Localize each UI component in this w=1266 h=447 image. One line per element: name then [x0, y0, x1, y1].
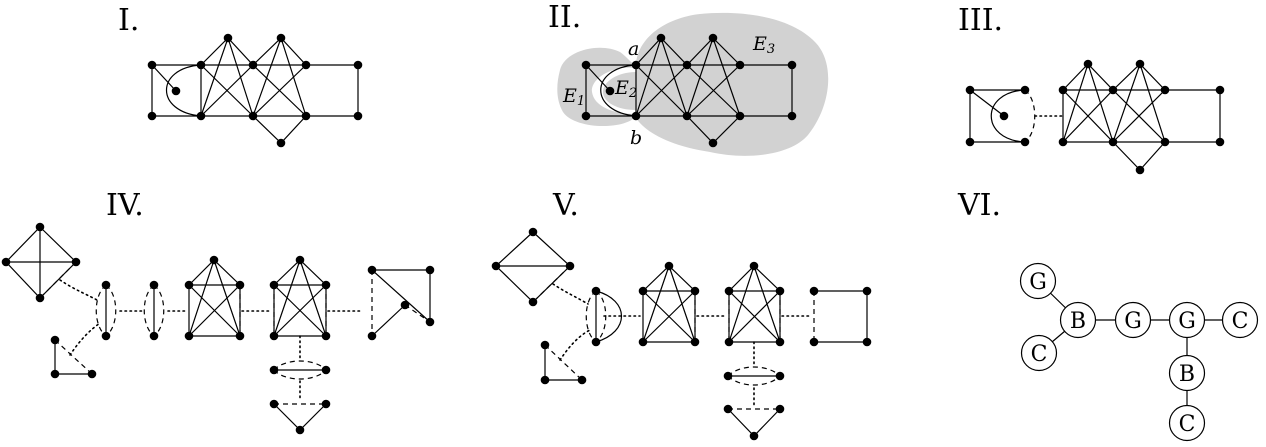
- panel-label-iv: IV.: [106, 188, 144, 223]
- tree-edges: [1037, 280, 1240, 423]
- tree-node-c-bottom-left: C: [1020, 334, 1058, 372]
- region-label-e1: E1: [562, 85, 585, 109]
- panel-label-vi: VI.: [957, 188, 1001, 223]
- region-label-e3: E3: [752, 33, 775, 57]
- svg-text:G: G: [1178, 309, 1196, 334]
- graph-edges: [5, 226, 431, 431]
- graph-panel-i: [147, 33, 363, 148]
- tree-node-g-top: G: [1019, 262, 1057, 300]
- graph-nodes: [1, 222, 435, 435]
- tree-node-b-left: B: [1059, 301, 1097, 339]
- graph-panel-iii: [965, 59, 1225, 175]
- tree-node-b-bottom: B: [1168, 354, 1206, 392]
- svg-text:B: B: [1179, 362, 1195, 387]
- vertex-label-a: a: [628, 38, 639, 60]
- graph-nodes: [965, 59, 1225, 175]
- panel-label-v: V.: [552, 188, 579, 223]
- tree-node-g-center: G: [1168, 301, 1206, 339]
- tree-node-c-bottom: C: [1168, 404, 1206, 442]
- vertex-label-b: b: [630, 127, 642, 149]
- graph-panel-ii: a b E1 E2 E3: [557, 12, 829, 156]
- tree-node-g-middle: G: [1114, 301, 1152, 339]
- svg-text:B: B: [1070, 309, 1086, 334]
- panel-label-iii: III.: [958, 3, 1003, 38]
- graph-edges: [151, 36, 359, 144]
- svg-text:G: G: [1029, 270, 1047, 295]
- graph-nodes: [581, 33, 797, 148]
- region-e2-cutout: [591, 67, 636, 114]
- graph-panel-v: [491, 227, 872, 441]
- graph-edges: [495, 231, 868, 437]
- graph-panel-iv: [1, 222, 435, 435]
- svg-text:C: C: [1179, 412, 1196, 437]
- graph-nodes: [491, 227, 872, 441]
- panel-label-i: I.: [118, 3, 139, 38]
- svg-text:G: G: [1124, 309, 1142, 334]
- tree-panel-vi: G B G G C C B C: [1019, 262, 1259, 442]
- region-e3: [636, 12, 829, 156]
- svg-text:C: C: [1232, 309, 1249, 334]
- graph-nodes: [147, 33, 363, 148]
- svg-text:C: C: [1031, 342, 1048, 367]
- panel-label-ii: II.: [548, 0, 581, 35]
- tree-node-c-right: C: [1221, 301, 1259, 339]
- region-label-e2: E2: [614, 77, 637, 101]
